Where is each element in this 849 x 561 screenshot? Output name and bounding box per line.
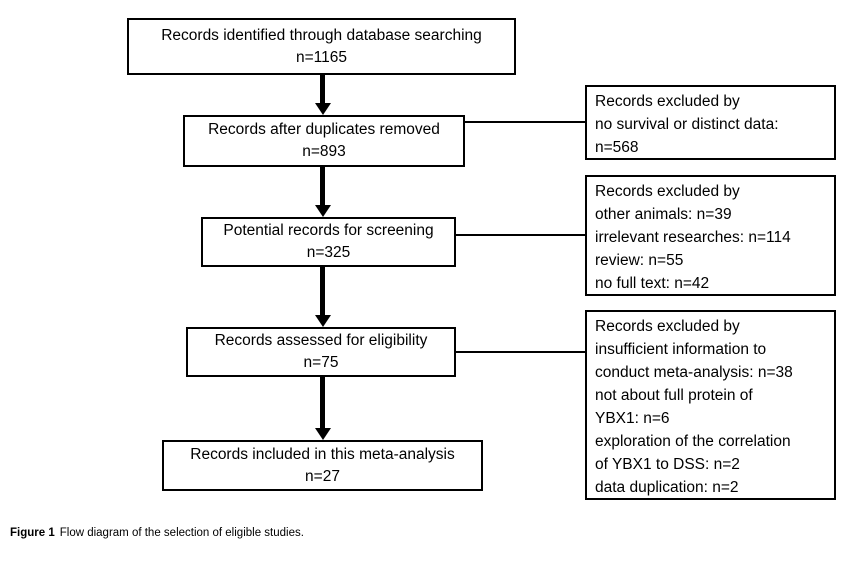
flow-box-records-identified: Records identified through database sear… xyxy=(127,18,516,75)
exclusion-line: not about full protein of xyxy=(595,387,753,404)
exclusion-line: Records excluded by xyxy=(595,93,740,110)
exclusion-line: n=568 xyxy=(595,139,639,156)
exclusion-line: Records excluded by xyxy=(595,318,740,335)
down-arrow-stem-3 xyxy=(320,266,325,316)
figure-caption: Figure 1 Flow diagram of the selection of… xyxy=(10,527,304,539)
down-arrow-stem-4 xyxy=(320,376,325,429)
exclusion-line: Records excluded by xyxy=(595,183,740,200)
exclusion-line: data duplication: n=2 xyxy=(595,479,739,496)
flow-box-duplicates-removed: Records after duplicates removed n=893 xyxy=(183,115,465,167)
connector-line-1 xyxy=(464,121,585,123)
exclusion-line: of YBX1 to DSS: n=2 xyxy=(595,456,740,473)
down-arrow-icon-1 xyxy=(315,103,331,115)
flow-box-screening-count: n=325 xyxy=(306,244,351,261)
flow-box-duplicates-removed-count: n=893 xyxy=(302,143,346,160)
exclusion-box-eligibility: Records excluded by insufficient informa… xyxy=(585,310,836,500)
flow-box-eligibility-count: n=75 xyxy=(303,354,339,371)
flow-box-screening: Potential records for screening n=325 xyxy=(201,217,456,267)
exclusion-line: irrelevant researches: n=114 xyxy=(595,229,791,246)
flow-box-records-identified-count: n=1165 xyxy=(295,48,347,66)
down-arrow-stem-2 xyxy=(320,166,325,206)
exclusion-line: no full text: n=42 xyxy=(595,275,710,292)
down-arrow-stem-1 xyxy=(320,74,325,104)
flow-box-eligibility: Records assessed for eligibility n=75 xyxy=(186,327,456,377)
exclusion-line: YBX1: n=6 xyxy=(595,410,670,427)
flow-box-included: Records included in this meta-analysis n… xyxy=(162,440,483,491)
connector-line-3 xyxy=(455,351,585,353)
exclusion-line: other animals: n=39 xyxy=(595,206,732,223)
figure-caption-label: Figure 1 xyxy=(10,527,55,539)
exclusion-box-after-duplicates: Records excluded by no survival or disti… xyxy=(585,85,836,160)
down-arrow-icon-2 xyxy=(315,205,331,217)
flow-box-eligibility-label: Records assessed for eligibility xyxy=(214,332,428,349)
figure-caption-text: Flow diagram of the selection of eligibl… xyxy=(59,527,304,539)
exclusion-line: conduct meta-analysis: n=38 xyxy=(595,364,793,381)
flow-box-records-identified-label: Records identified through database sear… xyxy=(161,26,482,44)
connector-line-2 xyxy=(455,234,585,236)
exclusion-box-screening: Records excluded by other animals: n=39 … xyxy=(585,175,836,296)
exclusion-line: review: n=55 xyxy=(595,252,684,269)
flow-box-included-label: Records included in this meta-analysis xyxy=(190,445,455,463)
exclusion-line: exploration of the correlation xyxy=(595,433,791,450)
flow-box-duplicates-removed-label: Records after duplicates removed xyxy=(208,121,440,138)
exclusion-line: insufficient information to xyxy=(595,341,767,358)
flow-box-included-count: n=27 xyxy=(305,467,340,485)
flow-box-screening-label: Potential records for screening xyxy=(223,222,434,239)
down-arrow-icon-3 xyxy=(315,315,331,327)
exclusion-line: no survival or distinct data: xyxy=(595,116,779,133)
down-arrow-icon-4 xyxy=(315,428,331,440)
